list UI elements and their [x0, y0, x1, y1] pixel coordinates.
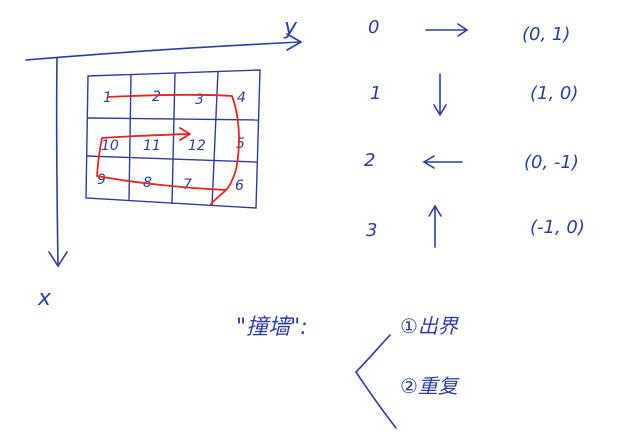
x-axis-line: [55, 57, 59, 266]
grid-row-line: [85, 155, 258, 163]
cell-number: 9: [97, 172, 106, 188]
spiral-path-tail: [210, 189, 227, 205]
y-axis-arrowhead: [286, 33, 303, 51]
cell-number: 2: [152, 89, 161, 105]
cell-number: 5: [236, 136, 245, 152]
y-axis-line: [25, 41, 301, 61]
direction-index: 3: [366, 220, 377, 241]
cell-number: 6: [235, 178, 244, 194]
left-arrow-icon: [422, 155, 463, 169]
cell-number: 4: [237, 90, 246, 106]
cell-number: 10: [101, 138, 119, 154]
direction-table: 0 (0, 1) 1 (1, 0) 2 (0, -1) 3 (-1, 0): [364, 17, 585, 248]
right-arrow-icon: [425, 23, 469, 37]
x-axis-arrowhead: [48, 251, 68, 268]
cell-number: 3: [195, 92, 204, 108]
cell-number: 1: [103, 90, 112, 106]
direction-index: 0: [368, 17, 379, 38]
cell-number: 11: [143, 138, 161, 154]
cell-number: 7: [183, 177, 192, 193]
notes-item-repeat: ②重复: [400, 374, 460, 398]
x-axis-label: x: [37, 286, 52, 311]
up-arrow-icon: [428, 204, 442, 248]
grid-col-line: [211, 70, 219, 207]
down-arrow-icon: [433, 73, 447, 117]
spiral-path: [96, 94, 240, 205]
direction-index: 1: [370, 83, 381, 104]
y-axis-label: y: [283, 15, 298, 40]
direction-vector: (1, 0): [530, 83, 578, 104]
direction-vector: (0, 1): [522, 24, 570, 45]
spiral-path-arrowhead: [179, 127, 191, 141]
grid-cell-numbers: 1 2 3 4 10 11 12 5 9 8 7 6: [97, 89, 246, 194]
wall-hit-notes: "撞墙": ①出界 ②重复: [236, 314, 460, 429]
direction-index: 2: [364, 150, 375, 171]
notes-brace: [354, 334, 397, 429]
notes-item-out-of-bounds: ①出界: [400, 314, 459, 338]
grid-border: [85, 69, 261, 209]
cell-number: 12: [188, 138, 206, 154]
grid-row-line: [86, 117, 259, 121]
direction-vector: (0, -1): [524, 152, 579, 173]
coordinate-axes: [25, 33, 303, 268]
direction-vector: (-1, 0): [530, 217, 585, 238]
grid-col-line: [171, 72, 176, 205]
notes-title: "撞墙":: [236, 315, 308, 340]
